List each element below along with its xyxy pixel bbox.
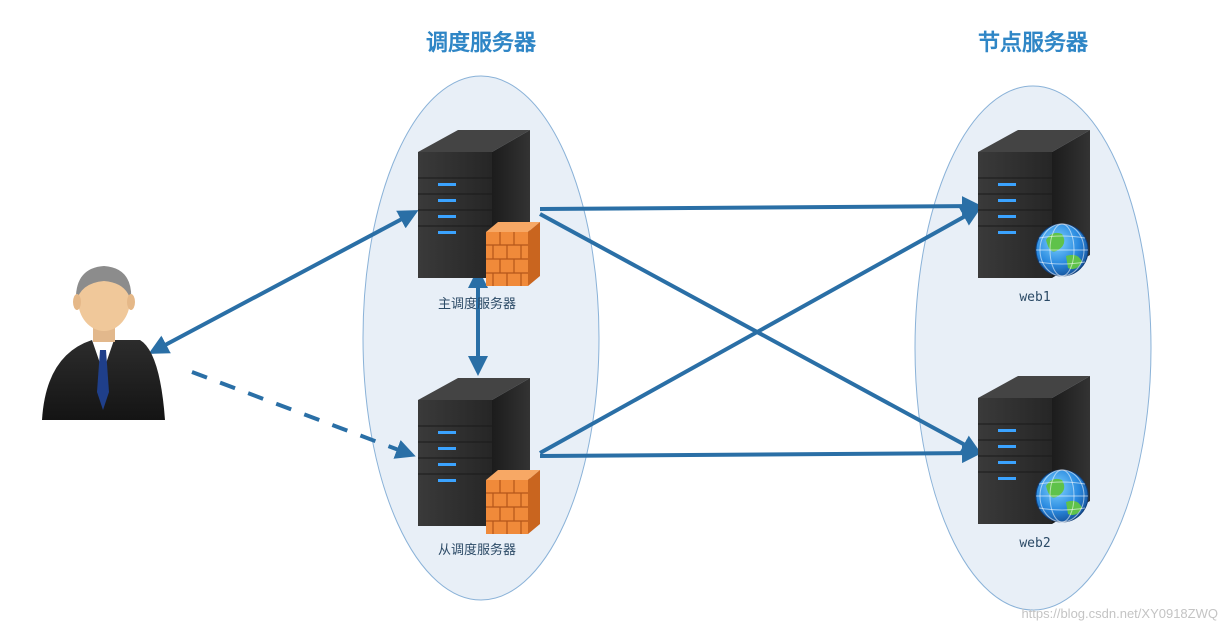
web2-server: web2 (978, 376, 1090, 551)
node-group-title: 节点服务器 (978, 30, 1089, 56)
globe-icon (1035, 223, 1089, 277)
user-icon (42, 266, 165, 420)
web2-label: web2 (1019, 536, 1050, 551)
scheduler-group-title: 调度服务器 (426, 30, 537, 56)
web1-server: web1 (978, 130, 1090, 305)
slave-scheduler-server: 从调度服务器 (418, 378, 540, 558)
slave-scheduler-label: 从调度服务器 (438, 542, 516, 558)
slave-web2-arrow (539, 443, 982, 464)
master-scheduler-server: 主调度服务器 (418, 130, 540, 312)
firewall-icon (486, 470, 540, 534)
master-web1-arrow (539, 196, 982, 217)
user-master-arrow (148, 210, 419, 354)
user-slave-dashed-arrow (191, 370, 416, 459)
master-scheduler-label: 主调度服务器 (438, 296, 516, 312)
globe-icon (1035, 469, 1089, 523)
watermark: https://blog.csdn.net/XY0918ZWQ (1021, 606, 1218, 621)
web1-label: web1 (1019, 290, 1050, 305)
firewall-icon (486, 222, 540, 286)
connections (148, 196, 982, 464)
slave-web1-arrow (539, 207, 982, 455)
